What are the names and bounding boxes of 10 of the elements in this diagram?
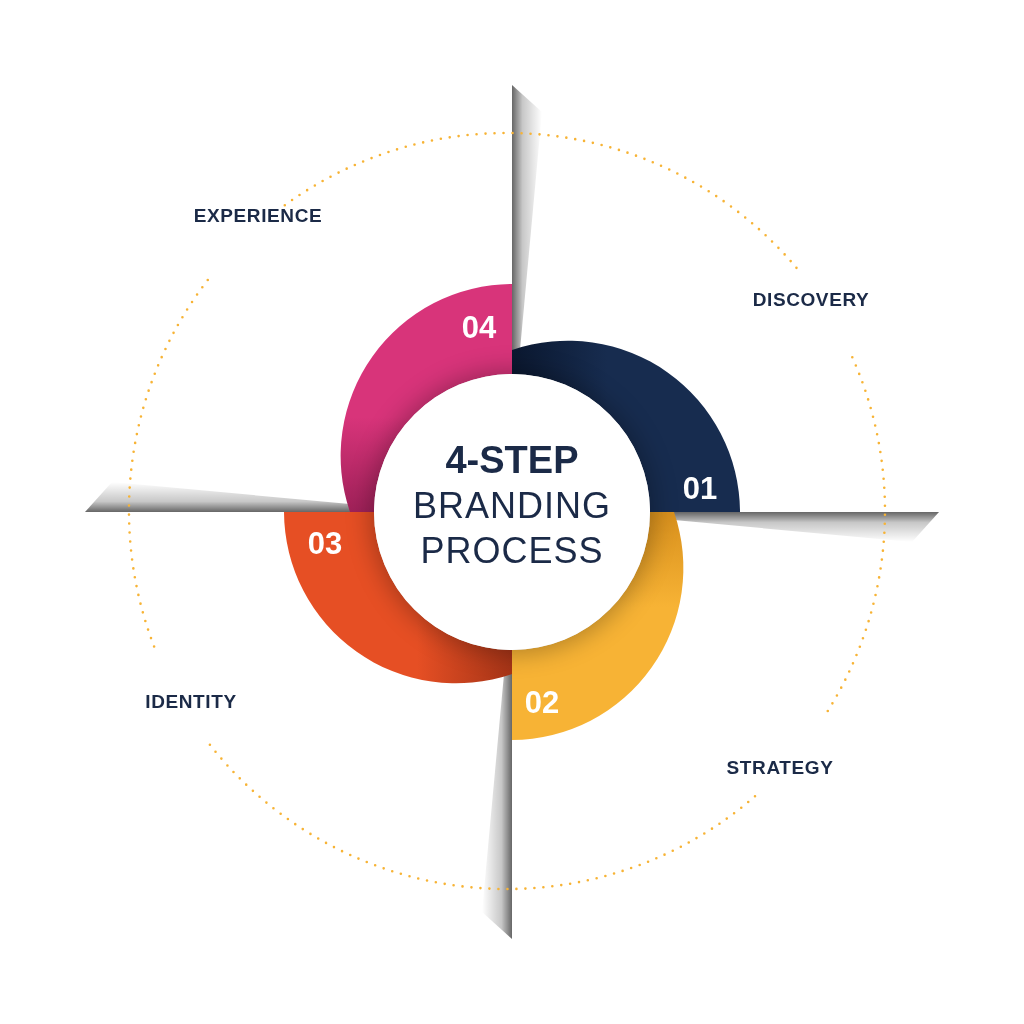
step-name: STRATEGY xyxy=(726,757,834,779)
subheading-text: BRANDING PROCESS xyxy=(412,484,612,573)
step-number: 03 xyxy=(307,527,343,559)
step-number: 01 xyxy=(682,472,718,504)
step-number: 04 xyxy=(461,311,497,343)
step-name: IDENTITY xyxy=(145,691,237,713)
step-number: 02 xyxy=(524,686,560,718)
step-name: DISCOVERY xyxy=(752,289,870,311)
step-name: EXPERIENCE xyxy=(193,205,323,227)
heading-text: 4-STEP xyxy=(445,438,579,483)
